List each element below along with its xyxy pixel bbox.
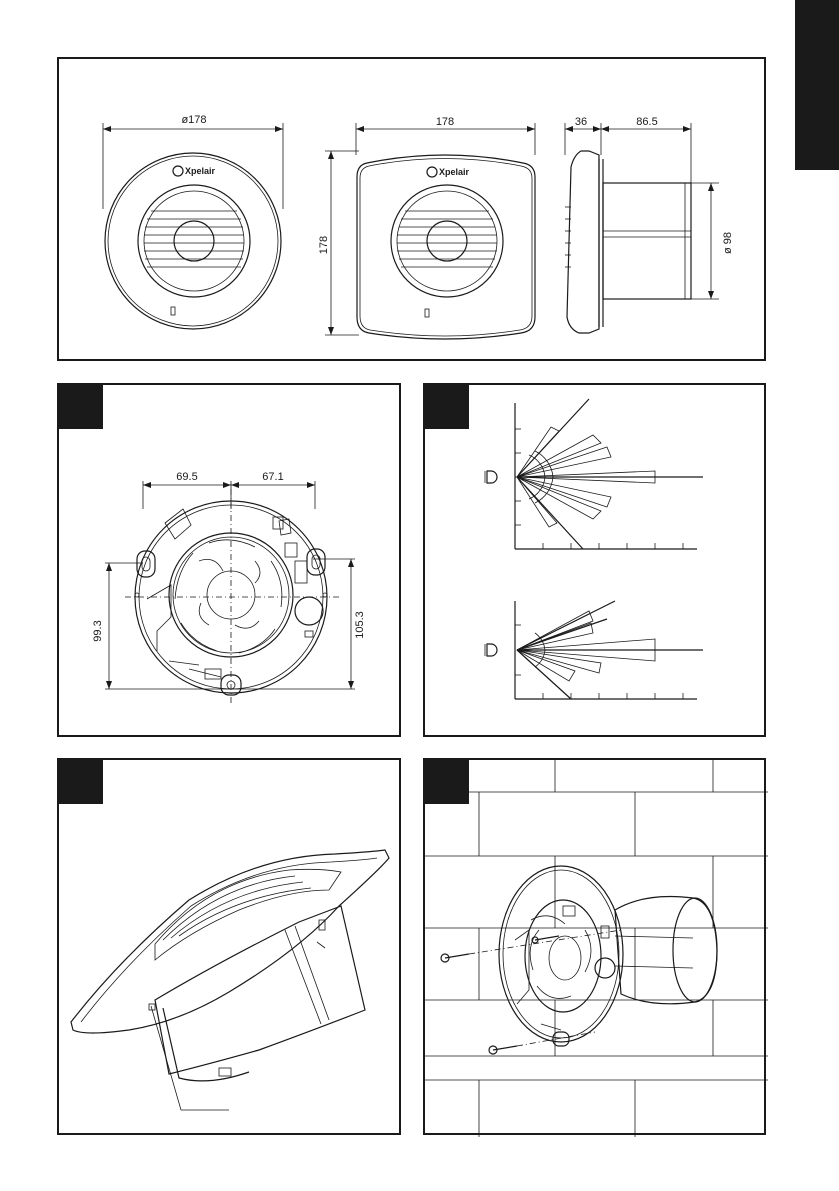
wall-install-drawing (425, 760, 768, 1137)
side-tab (795, 0, 839, 170)
indicator-icon-2 (425, 309, 429, 317)
mount-right-height-label: 105.3 (354, 611, 366, 639)
sensor-lens-icon (487, 471, 497, 483)
dimensions-drawing: ø178 Xpelair 178 (59, 59, 768, 363)
indicator-icon (171, 307, 175, 315)
fan-side-view: 36 86.5 ø 98 (565, 116, 734, 333)
mount-right-label: 67.1 (262, 471, 283, 483)
square-fan-logo: Xpelair (439, 167, 470, 177)
mounting-dimensions-panel: 69.5 67.1 99.3 105.3 (57, 383, 401, 737)
square-width-label: 178 (436, 116, 454, 128)
top-detection-diagram (485, 601, 703, 699)
mount-left-height-label: 99.3 (92, 620, 104, 641)
side-detection-diagram (485, 399, 703, 549)
brand-logo-icon (173, 166, 183, 176)
mounting-drawing: 69.5 67.1 99.3 105.3 (59, 385, 403, 739)
sensor-lens-icon-2 (487, 644, 497, 656)
round-fan-logo: Xpelair (185, 166, 216, 176)
dimensions-panel: ø178 Xpelair 178 (57, 57, 766, 361)
screw-icon-2 (489, 1032, 595, 1054)
square-height-label: 178 (318, 236, 330, 254)
mount-left-label: 69.5 (176, 471, 197, 483)
depth-flange-label: 36 (575, 116, 587, 128)
depth-body-label: 86.5 (636, 116, 657, 128)
screw-icon-3 (532, 936, 559, 943)
fan-perspective-panel (57, 758, 401, 1135)
square-fan-front-view: 178 178 Xpelair (318, 116, 535, 339)
sensor-range-panel (423, 383, 766, 737)
round-diameter-label: ø178 (181, 114, 206, 126)
round-fan-front-view: ø178 Xpelair (103, 114, 283, 329)
spigot-diameter-label: ø 98 (722, 232, 734, 254)
sensor-range-drawing (425, 385, 768, 739)
wall-install-panel (423, 758, 766, 1135)
brand-logo-icon-2 (427, 167, 437, 177)
fan-perspective-drawing (59, 760, 403, 1137)
